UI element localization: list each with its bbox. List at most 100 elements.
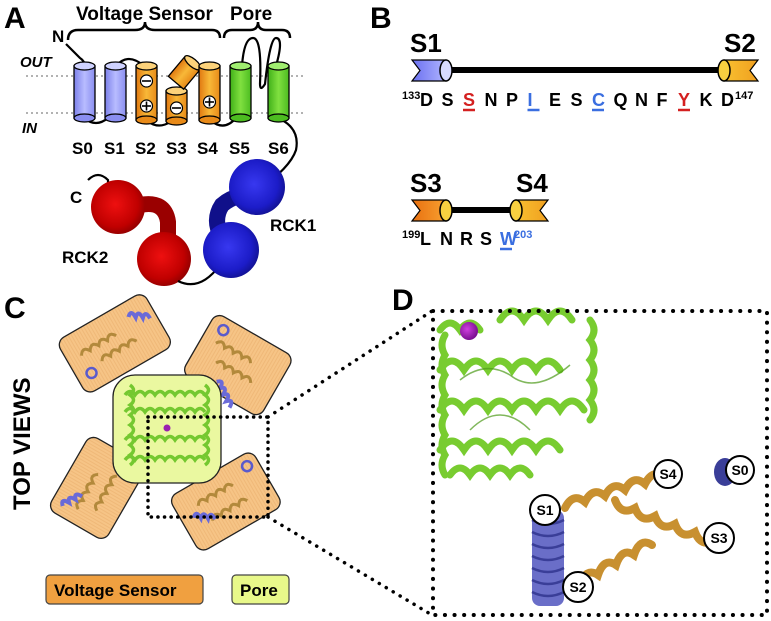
segment-label-s0: S0 <box>72 139 93 158</box>
helix-label-s1: S1 <box>410 28 442 58</box>
voltage-sensor-domain-top-left <box>58 294 171 393</box>
residue: E <box>549 90 561 110</box>
helix-s2 <box>135 61 158 125</box>
pore-ribbon-structure <box>436 307 598 482</box>
residue: Y <box>678 90 690 110</box>
helix-badge-s3: S3 <box>703 522 735 554</box>
helix-badge-s1: S1 <box>529 494 561 526</box>
residue: L <box>420 229 431 249</box>
legend-label-voltage-sensor: Voltage Sensor <box>54 581 177 600</box>
helix-badge-s0: S0 <box>725 455 755 485</box>
legend-label-pore: Pore <box>240 581 278 600</box>
svg-text:S2: S2 <box>569 579 586 595</box>
helix-s3b <box>165 86 188 126</box>
helix-s6 <box>267 61 290 123</box>
legend-pore: Pore <box>231 574 290 605</box>
s2-helix-ribbon <box>576 538 656 589</box>
negative-charge-icon <box>139 74 154 88</box>
residue-start-number: 199 <box>402 229 420 241</box>
segment-label-s3: S3 <box>166 139 187 158</box>
pore-brace <box>222 21 292 39</box>
panel-a: A Voltage Sensor Pore N OUT IN <box>4 2 316 286</box>
rck1-label: RCK1 <box>270 216 316 235</box>
residue: K <box>700 90 713 110</box>
residue: N <box>440 229 453 249</box>
residue: I <box>528 90 533 110</box>
n-terminus-label: N <box>52 27 64 46</box>
segment-label-s6: S6 <box>268 139 289 158</box>
residue-end-number: 147 <box>735 90 753 102</box>
panel-letter-d: D <box>392 284 414 317</box>
panel-letter-b: B <box>370 2 392 35</box>
ion-icon <box>163 424 171 432</box>
legend-voltage-sensor: Voltage Sensor <box>45 574 204 605</box>
helix-s4 <box>198 61 221 125</box>
pore-domain-top-view <box>112 374 222 484</box>
segment-label-s4: S4 <box>197 139 218 158</box>
rck2-label: RCK2 <box>62 248 108 267</box>
svg-text:S3: S3 <box>710 530 727 546</box>
voltage-sensor-header: Voltage Sensor <box>76 4 214 25</box>
zoom-connector-top <box>266 309 434 419</box>
panel-letter-c: C <box>4 292 26 325</box>
residue-start-number: 133 <box>402 90 420 102</box>
segment-label-s2: S2 <box>135 139 156 158</box>
residue: S <box>442 90 454 110</box>
zoom-region-box <box>146 415 270 519</box>
panel-d: D <box>392 284 769 617</box>
positive-charge-icon <box>202 95 217 109</box>
c-terminal-tail <box>87 173 110 198</box>
residue: S <box>480 229 492 249</box>
zoom-detail-frame <box>431 309 769 617</box>
panel-c: C TOP VIEWS <box>4 292 434 617</box>
helix-s5 <box>229 61 252 123</box>
helix-label-s4: S4 <box>516 168 548 198</box>
svg-text:S1: S1 <box>536 502 553 518</box>
residue: R <box>460 229 473 249</box>
svg-text:S0: S0 <box>731 462 748 478</box>
segment-label-s5: S5 <box>229 139 250 158</box>
residue: N <box>485 90 498 110</box>
residue: Q <box>614 90 628 110</box>
pore-header: Pore <box>230 4 272 25</box>
helix-label-s3: S3 <box>410 168 442 198</box>
helix-s2-ribbon <box>717 59 760 82</box>
positive-charge-icon <box>139 99 154 113</box>
helix-s1 <box>104 61 127 123</box>
helix-badge-s4: S4 <box>653 459 683 489</box>
helix-label-s2: S2 <box>724 28 756 58</box>
residue: N <box>635 90 648 110</box>
helix-s3-ribbon <box>410 199 453 222</box>
svg-text:S4: S4 <box>659 466 676 482</box>
panel-letter-a: A <box>4 2 26 35</box>
s3-helix-ribbon <box>611 496 719 547</box>
negative-charge-icon <box>169 101 184 115</box>
helix-s0 <box>73 61 96 123</box>
residue: F <box>657 90 668 110</box>
helix-badge-s2: S2 <box>562 571 594 603</box>
residue: C <box>592 90 605 110</box>
helix-s3a <box>167 55 202 91</box>
s4-helix-ribbon <box>561 470 669 512</box>
rck1-domain <box>203 159 285 278</box>
residue: S <box>571 90 583 110</box>
residue-end-number: 203 <box>514 229 532 241</box>
residue: W <box>500 229 517 249</box>
helix-s1-ribbon <box>410 59 453 82</box>
residue: P <box>506 90 518 110</box>
ion-icon <box>460 322 478 340</box>
pore-loop <box>240 36 282 90</box>
residue: D <box>721 90 734 110</box>
residue: D <box>420 90 433 110</box>
membrane-in-label: IN <box>22 120 38 137</box>
residue: S <box>463 90 475 110</box>
membrane-out-label: OUT <box>20 54 54 71</box>
top-views-label: TOP VIEWS <box>9 378 36 510</box>
c-terminus-label: C <box>70 188 82 207</box>
zoom-connector-bottom <box>266 515 434 617</box>
rck2-domain <box>91 180 191 286</box>
